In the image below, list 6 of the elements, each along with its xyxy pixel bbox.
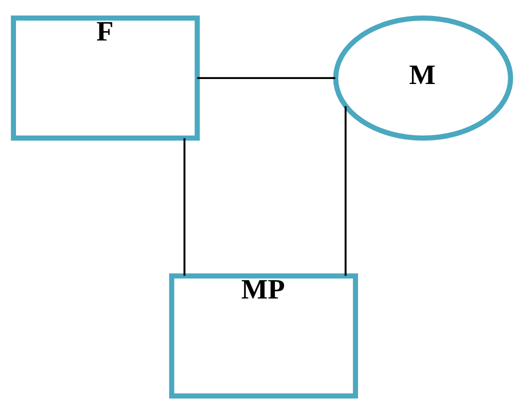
node-box: F <box>10 15 200 140</box>
node-ellipse: M <box>333 15 514 140</box>
node-box: MP <box>169 272 358 398</box>
connector <box>184 138 186 276</box>
connector <box>197 76 336 79</box>
connector <box>344 106 347 276</box>
